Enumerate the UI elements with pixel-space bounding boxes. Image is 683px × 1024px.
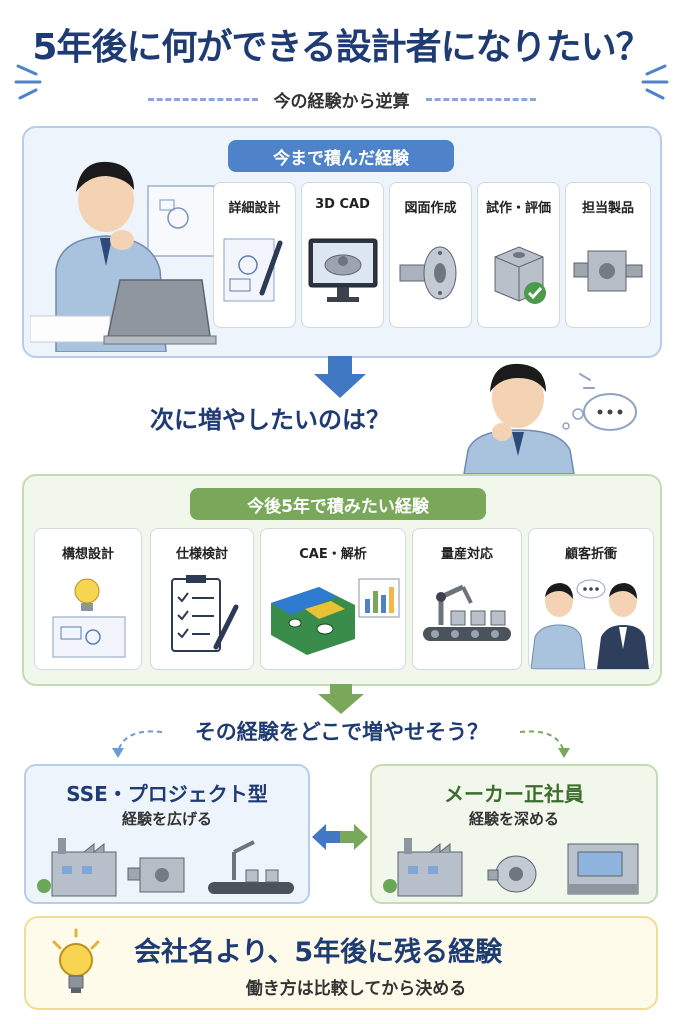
question-next-experience: 次に増やしたいのは？: [150, 406, 390, 434]
dashed-curve-arrow-right: [519, 730, 570, 758]
card-label: 構想設計: [61, 547, 114, 562]
card-mass-production: 量産対応: [412, 528, 522, 670]
gearbox-icon: [573, 250, 643, 292]
option-sse-project: SSE・プロジェクト型 経験を広げる: [24, 764, 310, 904]
factory-parts-illustration: [37, 838, 294, 897]
card-spec-review: 仕様検討: [150, 528, 254, 670]
card-cae-analysis: CAE・解析: [260, 528, 406, 670]
card-concept-design: 構想設計: [34, 528, 142, 670]
lightbulb-icon: [52, 928, 100, 993]
thinking-engineer-illustration: [463, 363, 637, 474]
page-title: 5年後に何ができる設計者になりたい？: [32, 27, 651, 68]
option-manufacturer-employee: メーカー正社員 経験を深める: [370, 764, 658, 904]
divider: [147, 97, 258, 101]
two-people-meeting-icon: [531, 579, 649, 669]
question-where-to-gain: その経験をどこで増やせそう？: [194, 720, 489, 744]
conclusion-main: 会社名より、5年後に残る経験: [134, 937, 503, 968]
card-client-negotiation: 顧客折衝: [528, 528, 654, 670]
lightbulb-blueprint-icon: [52, 578, 126, 658]
blueprint-pencil-icon: [223, 238, 282, 302]
card-label: 試作・評価: [485, 201, 551, 216]
card-label: 3D CAD: [315, 197, 370, 212]
conclusion-sub: 働き方は比較してから決める: [245, 979, 467, 999]
card-label: 顧客折衝: [564, 547, 617, 562]
option-subtitle: 経験を深める: [468, 810, 559, 828]
flange-part-icon: [399, 246, 456, 300]
factory-machine-illustration: [383, 838, 639, 897]
down-arrow-icon: [318, 684, 364, 714]
card-drawing-creation: 図面作成: [389, 182, 472, 328]
checklist-clipboard-icon: [171, 575, 239, 652]
stress-analysis-icon: [271, 578, 400, 655]
card-prototype-evaluation: 試作・評価: [477, 182, 560, 328]
card-label: 担当製品: [581, 201, 634, 216]
card-3d-cad: 3D CAD: [301, 182, 384, 328]
card-detailed-design: 詳細設計: [213, 182, 296, 328]
option-subtitle: 経験を広げる: [121, 810, 212, 828]
sparkle-lines-icon: [641, 64, 669, 100]
option-title: SSE・プロジェクト型: [66, 782, 268, 806]
card-assigned-products: 担当製品: [565, 182, 651, 328]
engineer-at-laptop-illustration: [30, 161, 217, 352]
block-check-icon: [494, 246, 546, 304]
card-label: 量産対応: [440, 547, 493, 562]
divider: [425, 97, 536, 101]
sparkle-lines-icon: [14, 64, 42, 100]
conclusion-banner: 会社名より、5年後に残る経験 働き方は比較してから決める: [24, 916, 658, 1010]
dashed-curve-arrow-left: [112, 730, 163, 758]
monitor-cad-icon: [308, 238, 377, 302]
subtitle-row: 今の経験から逆算: [0, 86, 683, 112]
card-label: 仕様検討: [175, 547, 228, 562]
robot-conveyor-icon: [423, 584, 511, 641]
card-label: 詳細設計: [228, 201, 281, 216]
current-experience-label: 今まで積んだ経験: [228, 140, 454, 172]
down-arrow-icon: [314, 356, 366, 398]
subtitle: 今の経験から逆算: [273, 91, 410, 112]
card-label: CAE・解析: [299, 547, 367, 562]
option-title: メーカー正社員: [444, 782, 584, 806]
future-experience-label: 今後5年で積みたい経験: [190, 488, 486, 520]
two-way-arrow-icon: [312, 824, 368, 850]
card-label: 図面作成: [404, 201, 457, 216]
